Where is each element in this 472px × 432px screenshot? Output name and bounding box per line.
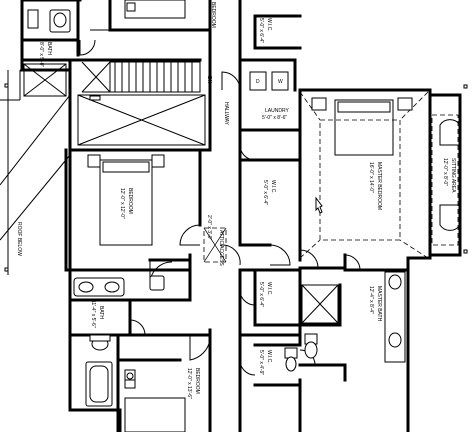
- wic-mid-name: W.I.C.: [266, 282, 272, 296]
- master-bedroom-dims: 16'-0" x 14'-0": [368, 162, 374, 193]
- wic-mid-dims: 5'-0" x 6'-4": [258, 282, 264, 307]
- wic-top-center-name: W.I.C.: [266, 18, 272, 32]
- bath-top-name: BATH: [46, 42, 52, 55]
- bedroom-bottom-drawing: [124, 379, 186, 432]
- wic-low-name: W.I.C.: [266, 350, 272, 364]
- bath-left-name: BATH: [98, 306, 104, 319]
- roof-lines: [0, 69, 468, 275]
- sitting-area-drawing: [431, 114, 461, 246]
- master-bath-dims: 12'-4" x 8'-4": [368, 286, 374, 314]
- attic-access-dims: 2'-0" x 3'-0": [206, 215, 212, 240]
- laundry-appliances: [249, 71, 289, 91]
- wic-low-dims: 5'-0" x 4'-9": [258, 350, 264, 375]
- bath-left-dims: 11'-4" x 5'-6": [90, 300, 96, 328]
- master-bath-name: MASTER BATH: [376, 286, 382, 322]
- bedroom-bottom-dims: 12'-0" x 13'-6": [186, 368, 192, 399]
- sitting-area-dims: 12'-0" x 8'-0": [442, 158, 448, 186]
- bath-top-dims: 8'-0" x 5'-0": [38, 42, 44, 67]
- attic-access-name: ATTIC ACCESS: [218, 230, 224, 266]
- laundry-dims: 5'-0" x 8'-6": [262, 115, 287, 121]
- bedroom-left-name: BEDROOM: [127, 188, 133, 214]
- bath-left-fixtures: [73, 275, 165, 407]
- staircase: [77, 61, 206, 146]
- hallway-name: HALLWAY: [223, 102, 229, 126]
- interior-walls: [20, 0, 410, 432]
- laundry-name: LAUNDRY: [265, 108, 289, 114]
- attic-access-hatch: [203, 227, 227, 263]
- bedroom-bottom-name: BEDROOM: [194, 368, 200, 394]
- wic-top-center-dims: 5'-0" x 6'-4": [258, 18, 264, 43]
- roof-below-label: ROOF BELOW: [16, 222, 22, 256]
- laundry-dryer-mark: D: [256, 79, 260, 85]
- exterior-walls: [20, 0, 462, 432]
- stairs-down-label: DN: [206, 76, 212, 84]
- door-swings: [79, 29, 361, 376]
- master-bedroom-name: MASTER BEDROOM: [376, 162, 382, 210]
- master-bedroom-drawing: [299, 91, 429, 259]
- master-bath-fixtures: [284, 271, 406, 372]
- wic-upper-name: W.I.C.: [270, 180, 276, 194]
- laundry-washer-mark: W: [278, 79, 283, 85]
- bedroom-left-dims: 12'-0" x 12'-0": [119, 188, 125, 219]
- bedroom-top-name: BEDROOM: [210, 2, 216, 28]
- wic-upper-dims: 5'-0" x 6'-4": [262, 180, 268, 205]
- bedroom-top-bed: [124, 0, 186, 19]
- bath-top-fixtures: [23, 9, 71, 97]
- bedroom-left-drawing: [87, 154, 165, 246]
- sitting-area-name: SITTING AREA: [450, 158, 456, 193]
